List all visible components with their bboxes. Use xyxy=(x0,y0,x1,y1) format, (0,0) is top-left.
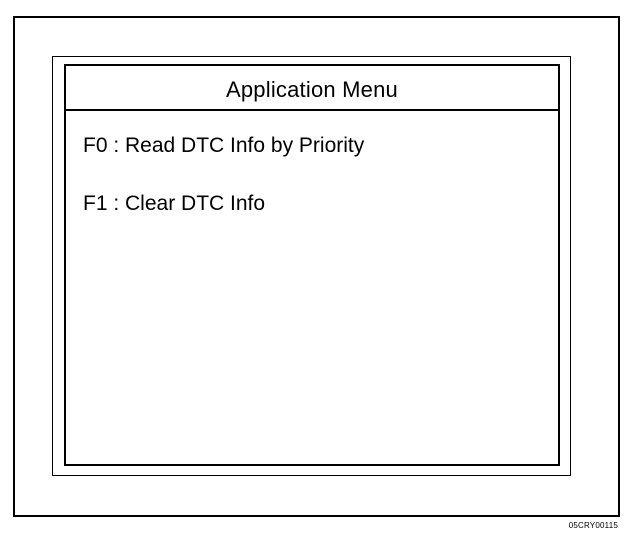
device-outer-frame xyxy=(13,16,620,517)
menu-item-read-dtc-info[interactable]: F0 : Read DTC Info by Priority xyxy=(83,134,365,157)
menu-item-clear-dtc-info[interactable]: F1 : Clear DTC Info xyxy=(83,192,266,215)
figure-code: 05CRY00115 xyxy=(568,521,618,530)
device-bezel xyxy=(52,56,571,476)
display-screen: Application Menu F0 : Read DTC Info by P… xyxy=(64,64,560,466)
page-title: Application Menu xyxy=(226,76,398,102)
screen-header: Application Menu xyxy=(66,66,558,111)
